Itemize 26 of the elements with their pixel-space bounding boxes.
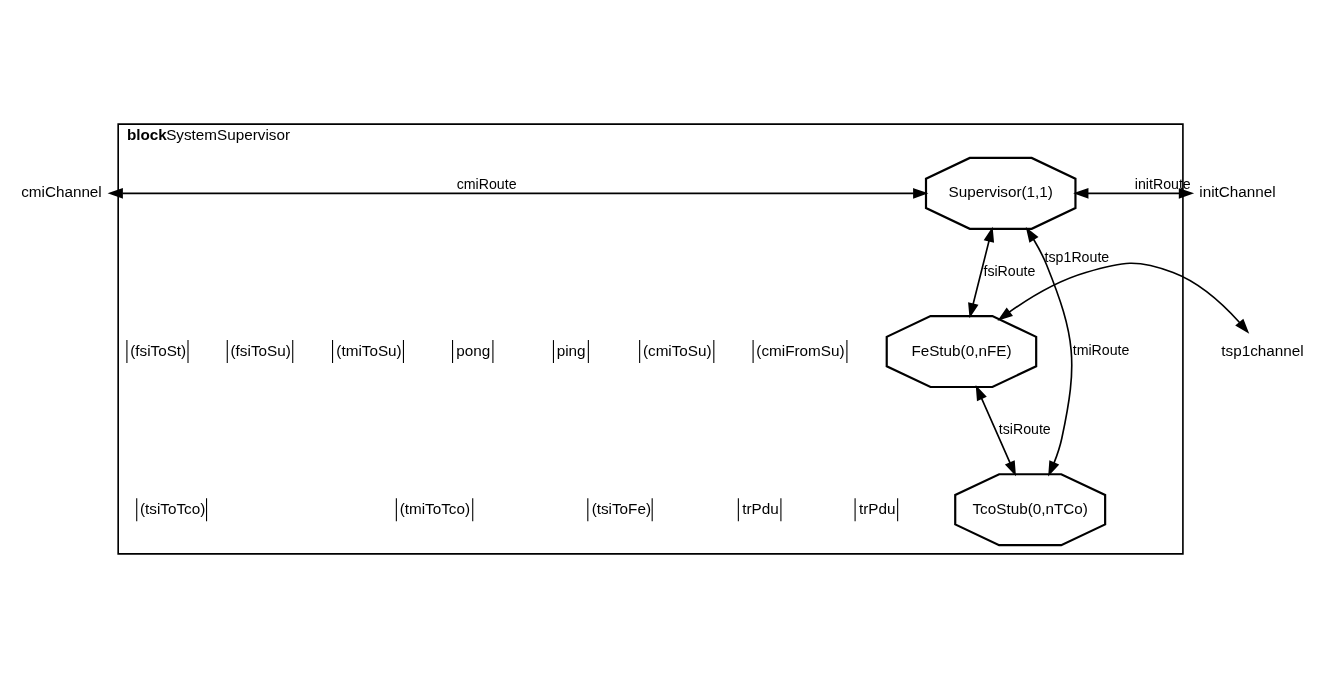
label: (tmiToTco): [399, 499, 471, 517]
label: trPdu: [858, 499, 896, 517]
label: (tsiToFe): [591, 499, 652, 517]
edge-label: cmiRoute: [456, 175, 517, 192]
edge-label: tsiRoute: [998, 420, 1051, 437]
arrow: [997, 261, 1250, 334]
edge-label: tsp1Route: [1044, 248, 1110, 265]
label: (fsiToSt): [130, 341, 187, 359]
arrow: [1025, 226, 1073, 476]
label: (cmiFromSu): [756, 341, 845, 359]
edge-label: tmiRoute: [1072, 341, 1130, 358]
label: trPdu: [742, 499, 779, 517]
label: pong: [456, 341, 491, 359]
edge-label: fsiRoute: [983, 262, 1036, 279]
arrow: [1073, 187, 1195, 199]
node-text: initChannel: [1199, 182, 1276, 200]
node-text: tsp1channel: [1221, 341, 1304, 359]
node-text: cmiChannel: [21, 182, 102, 200]
label: (fsiToSu): [230, 341, 291, 359]
label: (tsiToTco): [140, 499, 206, 517]
arrow: [975, 384, 1016, 476]
arrow: [968, 226, 995, 318]
arrow: [107, 187, 929, 199]
label: (tmiToSu): [336, 341, 402, 359]
label: (cmiToSu): [642, 341, 712, 359]
label: ping: [556, 341, 586, 359]
